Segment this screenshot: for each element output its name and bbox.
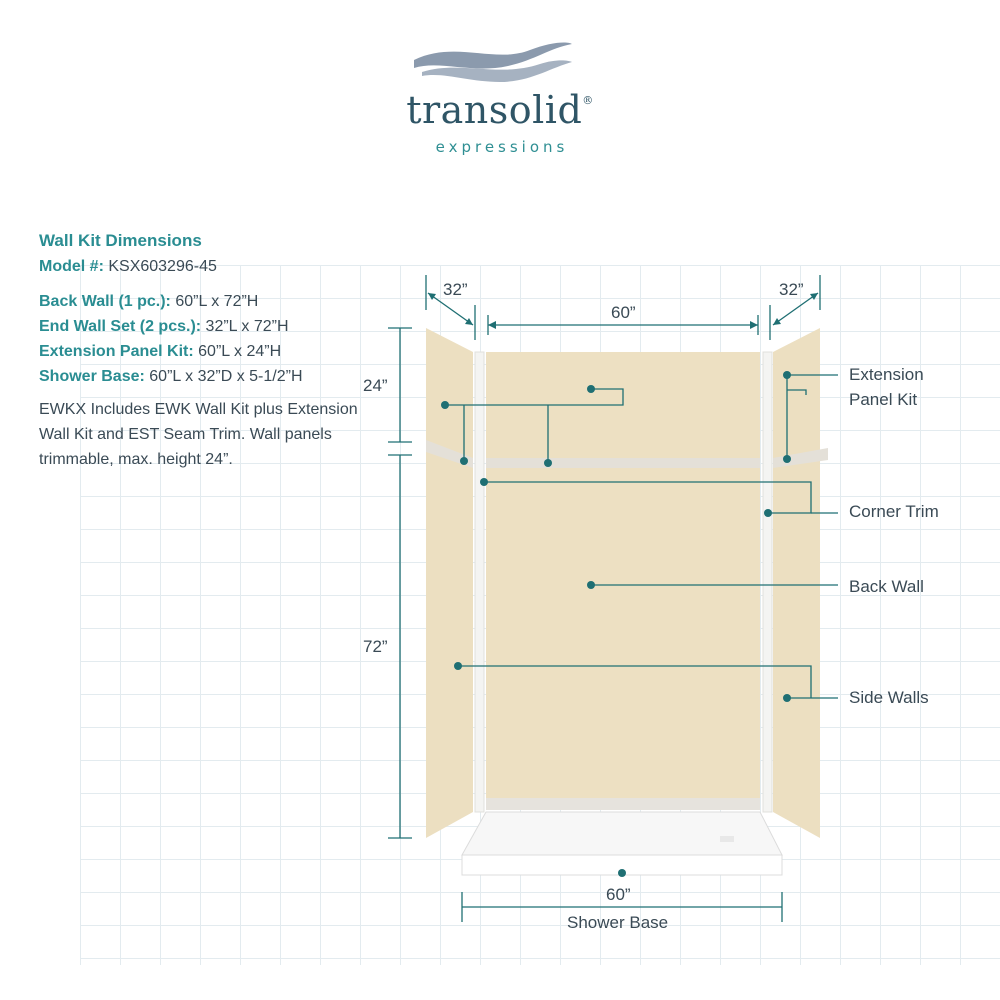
spec-label: Back Wall (1 pc.): — [39, 293, 171, 310]
model-row: Model #: KSX603296-45 — [39, 254, 369, 279]
label-panel-kit: Panel Kit — [849, 390, 918, 409]
label-shower-base: Shower Base — [567, 913, 669, 932]
model-value: KSX603296-45 — [108, 258, 217, 275]
kit-info: Wall Kit Dimensions Model #: KSX603296-4… — [39, 228, 369, 472]
label-back-wall: Back Wall — [849, 577, 924, 596]
seam-trim-band — [486, 458, 760, 468]
shower-drain — [720, 836, 734, 842]
left-corner-trim — [474, 351, 485, 813]
callout-dot — [783, 694, 791, 702]
spec-label: End Wall Set (2 pcs.): — [39, 318, 202, 335]
logo-tagline: expressions — [435, 138, 569, 156]
label-side-walls: Side Walls — [849, 688, 929, 707]
info-title: Wall Kit Dimensions — [39, 231, 202, 250]
callout-dot — [441, 401, 449, 409]
spec-label: Extension Panel Kit: — [39, 343, 194, 360]
callout-dot — [454, 662, 462, 670]
spec-value: 60”L x 24”H — [198, 343, 282, 360]
logo-wordmark: transolid® — [400, 88, 600, 132]
right-side-wall — [773, 328, 820, 838]
spec-value: 60”L x 72”H — [175, 293, 259, 310]
right-corner-trim — [762, 351, 773, 813]
dim-extension-height: 24” — [363, 376, 388, 395]
callout-dot — [544, 459, 552, 467]
registered-mark: ® — [582, 94, 594, 107]
base-trim-band — [486, 798, 760, 810]
label-corner-trim: Corner Trim — [849, 502, 939, 521]
kit-note: EWKX Includes EWK Wall Kit plus Extensio… — [39, 401, 358, 468]
spec-back-wall: Back Wall (1 pc.): 60”L x 72”H — [39, 289, 369, 314]
dim-right-depth: 32” — [779, 280, 804, 299]
callout-dot — [460, 457, 468, 465]
transolid-logo — [414, 42, 572, 82]
dim-back-width: 60” — [611, 303, 636, 322]
callout-dot — [618, 869, 626, 877]
logo-brand-text: transolid — [406, 88, 583, 132]
callout-dot — [587, 581, 595, 589]
right-seam-trim — [773, 448, 828, 468]
spec-end-wall: End Wall Set (2 pcs.): 32”L x 72”H — [39, 314, 369, 339]
dim-left-depth: 32” — [443, 280, 468, 299]
back-wall-panel — [486, 352, 760, 808]
dim-wall-height: 72” — [363, 637, 388, 656]
callout-dot — [764, 509, 772, 517]
spec-extension: Extension Panel Kit: 60”L x 24”H — [39, 339, 369, 364]
spec-shower-base: Shower Base: 60”L x 32”D x 5-1/2”H — [39, 364, 369, 389]
dim-base-width: 60” — [606, 885, 631, 904]
callout-dot — [783, 455, 791, 463]
spec-value: 60”L x 32”D x 5-1/2”H — [149, 368, 303, 385]
shower-base-top — [461, 811, 783, 856]
callout-dot — [480, 478, 488, 486]
label-extension: Extension — [849, 365, 924, 384]
spec-label: Shower Base: — [39, 368, 145, 385]
callout-dot — [783, 371, 791, 379]
spec-value: 32”L x 72”H — [205, 318, 289, 335]
callout-dot — [587, 385, 595, 393]
model-label: Model #: — [39, 258, 104, 275]
